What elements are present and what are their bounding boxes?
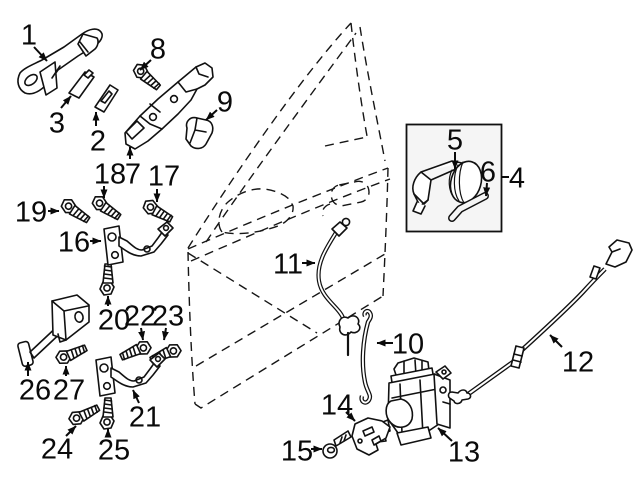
callout-arrow-14: [345, 411, 356, 422]
part-label-25: 25: [98, 435, 130, 467]
handle-gasket-part3: [68, 69, 95, 99]
door-sill-line: [324, 136, 368, 147]
callout-arrow-9: [205, 109, 218, 121]
handle-end-cap-part9: [185, 116, 214, 150]
lower-hinge-part21: [95, 352, 166, 397]
door-rear-edge: [382, 167, 389, 297]
part-label-4: 4: [509, 163, 525, 195]
callout-arrow-13: [437, 427, 453, 442]
door-bottom-edge: [194, 295, 384, 409]
part-label-20: 20: [98, 305, 130, 337]
callout-arrow-3: [60, 95, 72, 109]
lock-rod-part10: [359, 308, 374, 405]
part-label-9: 9: [217, 87, 233, 119]
part-label-22: 22: [124, 301, 156, 333]
door-front-edge: [187, 251, 196, 405]
door-diagonal-crease: [187, 252, 318, 334]
lock-cable-part11: [316, 217, 361, 357]
door-b-pillar-outer: [359, 26, 386, 162]
part-label-1: 1: [21, 20, 37, 52]
part-label-27: 27: [53, 375, 85, 407]
part-label-7: 7: [125, 159, 141, 191]
part-label-24: 24: [41, 434, 73, 466]
part-label-17: 17: [148, 161, 180, 193]
door-latch-part13: [376, 357, 452, 446]
door-a-pillar-inner: [205, 32, 357, 243]
door-a-pillar-outer: [187, 22, 352, 249]
callout-arrow-22: [138, 327, 146, 341]
callout-arrow-21: [132, 389, 140, 404]
screw-part15: [322, 430, 352, 459]
part-label-13: 13: [448, 437, 480, 469]
door-handle-recess: [330, 180, 370, 207]
door-check-part26: [17, 294, 90, 368]
part-label-15: 15: [281, 436, 313, 468]
callout-arrow-24: [65, 425, 77, 437]
bolt-part25: [99, 397, 115, 430]
handle-reinforcement-part7: [124, 62, 214, 150]
striker-bracket-part14: [351, 417, 391, 456]
bolt-part22: [117, 337, 154, 366]
key-lever-part6: [448, 192, 489, 222]
part-label-2: 2: [90, 126, 106, 158]
part-label-18: 18: [94, 159, 126, 191]
door-outline: [187, 22, 391, 409]
callout-arrow-23: [161, 327, 169, 341]
door-lower-crease: [195, 253, 386, 367]
part-label-14: 14: [321, 390, 353, 422]
part-label-19: 19: [15, 197, 47, 229]
part-label-12: 12: [562, 347, 594, 379]
part-label-16: 16: [58, 227, 90, 259]
bolt-part18: [89, 192, 125, 223]
callout-arrow-1: [33, 46, 48, 62]
door-handle-recess-inner: [321, 203, 331, 217]
part-label-10: 10: [392, 329, 424, 361]
part-label-21: 21: [129, 402, 161, 434]
part-label-8: 8: [150, 34, 166, 66]
release-cable-part12: [447, 239, 633, 405]
callout-arrow-6: [483, 182, 491, 197]
bolt-part19: [58, 195, 94, 226]
bolt-part8: [129, 60, 165, 93]
upper-hinge-part16: [103, 221, 174, 266]
part-label-11: 11: [273, 249, 303, 281]
callout-arrow-8: [139, 59, 152, 71]
door-b-pillar-inner: [350, 22, 368, 137]
door-belt-line-bottom: [190, 178, 391, 262]
door-handle-part1: [17, 28, 103, 96]
bolt-part20: [99, 263, 115, 296]
door-belt-line-top: [187, 167, 389, 250]
part-label-6: 6: [480, 157, 496, 189]
bolt-part27: [53, 339, 90, 368]
part-label-3: 3: [49, 108, 65, 140]
handle-seal-part2: [94, 84, 119, 113]
part-label-5: 5: [447, 125, 463, 157]
part-label-26: 26: [19, 375, 51, 407]
callout-arrow-12: [549, 334, 563, 348]
door-mirror-flag: [218, 188, 294, 235]
part-label-23: 23: [152, 301, 184, 333]
